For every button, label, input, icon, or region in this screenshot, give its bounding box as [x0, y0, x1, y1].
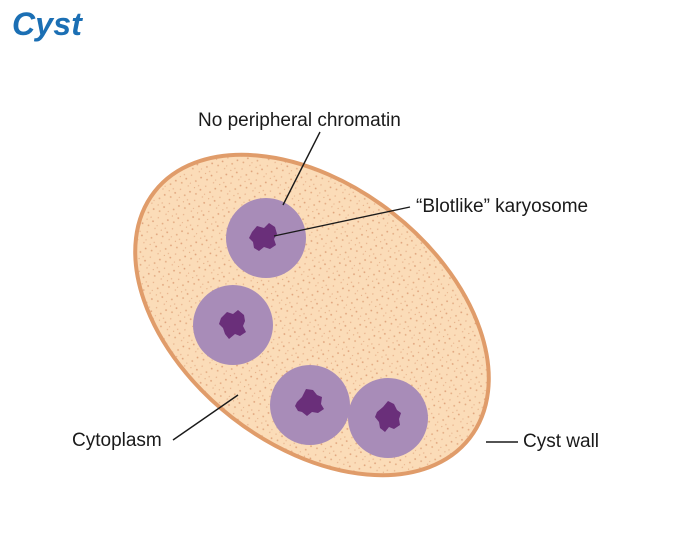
karyosome-1 — [249, 223, 277, 251]
label-blotlike-karyosome: “Blotlike” karyosome — [416, 196, 589, 217]
cyst-wall — [133, 152, 491, 478]
label-no-peripheral-chromatin: No peripheral chromatin — [198, 110, 401, 131]
nucleus-3 — [270, 365, 350, 445]
karyosome-4 — [375, 401, 401, 432]
leader-cytoplasm — [172, 394, 239, 441]
karyosome-2 — [219, 310, 246, 339]
cyst-body — [133, 152, 491, 478]
nucleus-4 — [348, 378, 428, 458]
diagram-title: Cyst — [12, 6, 83, 42]
label-cytoplasm: Cytoplasm — [72, 430, 162, 451]
nucleus-1 — [226, 198, 306, 278]
leader-blotlike-karyosome — [273, 206, 411, 237]
nucleus-2 — [193, 285, 273, 365]
label-cyst-wall: Cyst wall — [523, 431, 600, 452]
karyosome-3 — [295, 389, 324, 416]
leader-no-peripheral-chromatin — [282, 131, 321, 206]
